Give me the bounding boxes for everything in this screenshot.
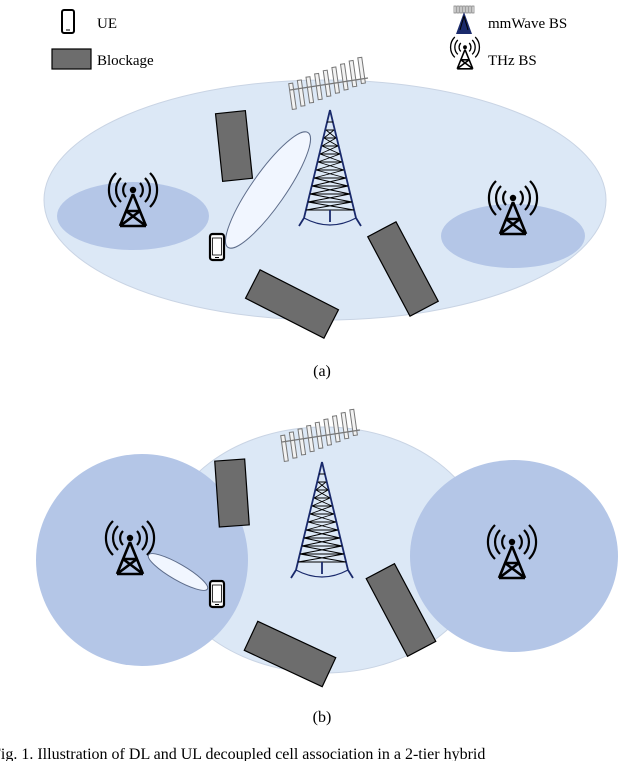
- legend-thz-bs: THz BS: [449, 36, 537, 70]
- panel-a: (a): [43, 56, 607, 380]
- blockage-3: [244, 268, 340, 340]
- blockage-3: [243, 620, 337, 688]
- panel-a-caption: (a): [313, 363, 331, 380]
- blockage-1: [214, 458, 250, 528]
- thz-beam: [147, 553, 209, 591]
- blockage-2: [365, 562, 437, 658]
- panel-b-caption: (b): [313, 709, 332, 726]
- thz-cell-right: [441, 204, 585, 268]
- mmwave-beam: [225, 131, 311, 249]
- thz-tower-icon: [449, 36, 481, 70]
- phone-icon: [61, 9, 75, 34]
- legend-blockage-label: Blockage: [97, 53, 154, 69]
- figure-caption: Fig. 1. Illustration of DL and UL decoup…: [0, 746, 485, 761]
- legend-mmwave-bs: mmWave BS: [453, 5, 567, 34]
- legend: UE Blockage mmWave BS THz BS: [51, 5, 567, 70]
- thz-cell-right: [410, 460, 618, 652]
- thz-cell-left: [36, 454, 248, 666]
- blockage-1: [214, 109, 254, 183]
- legend-ue: UE: [61, 9, 117, 34]
- legend-ue-label: UE: [97, 16, 117, 32]
- panel-b: (b): [36, 408, 618, 726]
- legend-blockage: Blockage: [51, 48, 154, 70]
- mmwave-tower-icon: [453, 5, 475, 34]
- ue: [208, 232, 226, 262]
- legend-thz-bs-label: THz BS: [488, 53, 537, 69]
- ue: [208, 579, 226, 609]
- blockage-2: [366, 220, 440, 318]
- legend-mmwave-bs-label: mmWave BS: [488, 16, 567, 32]
- blockage-rect-icon: [51, 48, 92, 70]
